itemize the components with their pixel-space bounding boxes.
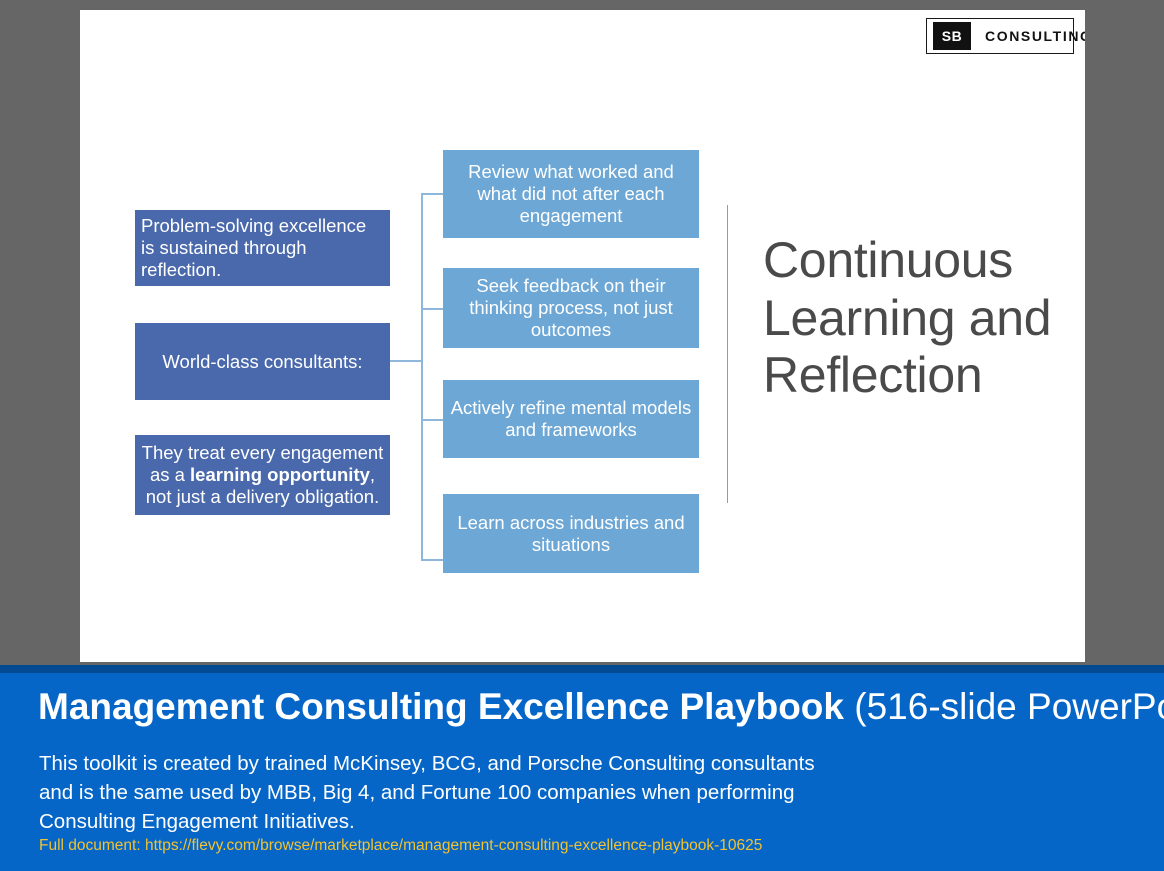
box-refine: Actively refine mental models and framew… [443,380,699,458]
box-premise: Problem-solving excellence is sustained … [135,210,390,286]
banner-title-regular: (516-slide PowerPoint [854,686,1164,727]
sb-logo-mark: SB [933,22,971,50]
box-feedback-label: Seek feedback on their thinking process,… [469,275,673,340]
box-consultants-label: World-class consultants: [162,350,363,372]
box-review-label: Review what worked and what did not afte… [468,161,674,226]
box-learn-label: Learn across industries and situations [457,511,685,555]
vertical-divider [727,205,728,503]
connector-spine [421,193,423,561]
box-engagement: They treat every engagement as a learnin… [135,435,390,515]
connector-branch-3 [421,419,444,421]
box-engagement-text-before: They treat every engagement as a [141,442,384,486]
banner-description: This toolkit is created by trained McKin… [39,752,815,834]
connector-branch-1 [421,193,444,195]
banner-title-bold: Management Consulting Excellence Playboo… [38,686,844,727]
sb-consulting-logo: SB CONSULTING [926,18,1085,54]
banner-title: Management Consulting Excellence Playboo… [38,686,1164,728]
box-consultants: World-class consultants: [135,323,390,400]
slide-headline: Continuous Learning and Reflection [763,232,1052,403]
slide-canvas: SB CONSULTING Problem-solving excellence… [80,10,1085,662]
connector-stub [390,360,422,362]
box-feedback: Seek feedback on their thinking process,… [443,268,699,348]
promo-banner: Management Consulting Excellence Playboo… [0,665,1164,871]
connector-branch-2 [421,308,444,310]
box-refine-label: Actively refine mental models and framew… [450,397,692,440]
box-learn: Learn across industries and situations [443,494,699,573]
box-review: Review what worked and what did not afte… [443,150,699,238]
box-engagement-text-after: , not just a delivery obligation. [145,464,380,507]
sb-logo-wordmark: CONSULTING [985,28,1085,44]
banner-top-accent-bar [0,665,1164,673]
connector-branch-4 [421,559,444,561]
banner-document-url[interactable]: Full document: https://flevy.com/browse/… [39,837,763,854]
box-engagement-text-bold: learning opportunity [190,464,370,486]
box-engagement-label: They treat every engagement as a learnin… [141,442,384,507]
box-premise-label: Problem-solving excellence is sustained … [141,215,367,280]
